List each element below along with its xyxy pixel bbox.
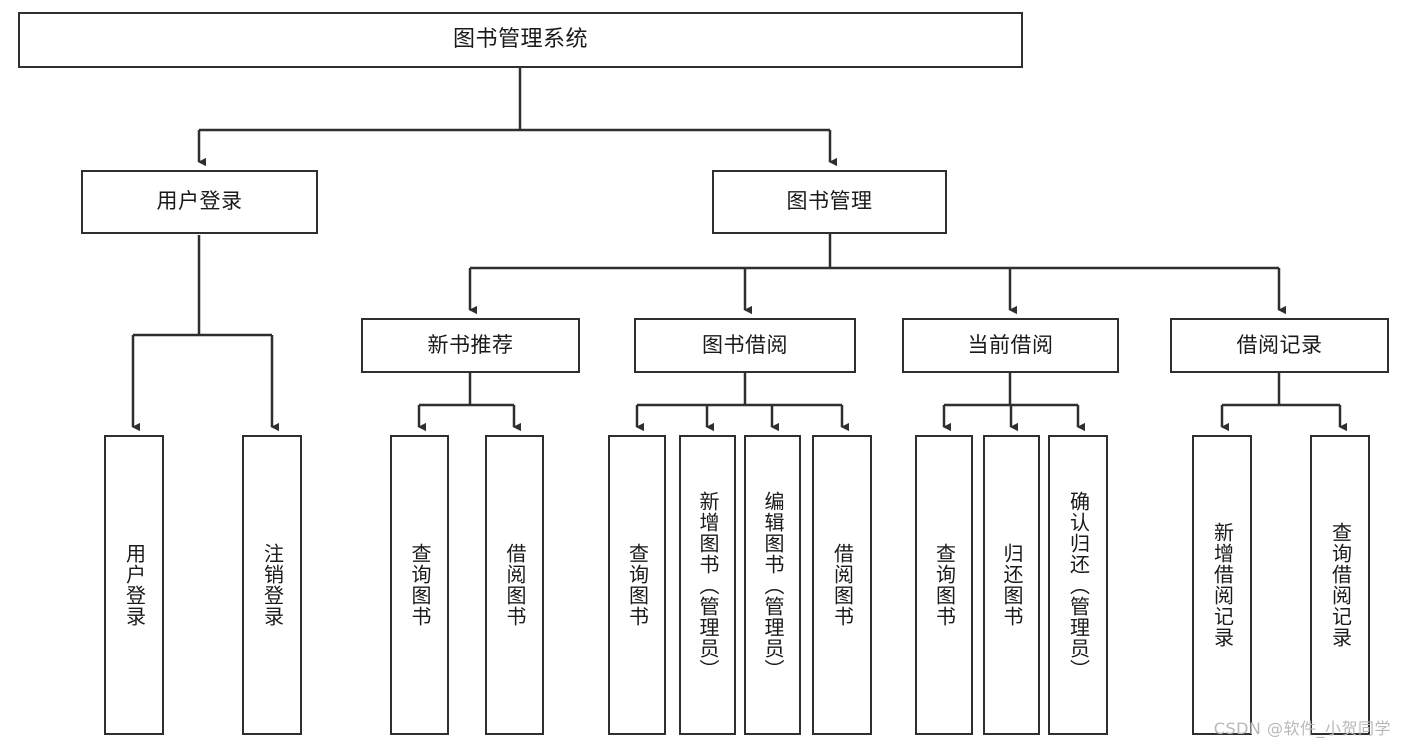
leaf-record-query-borrow-record[interactable]: 查询借阅记录 — [1310, 435, 1370, 735]
leaf-label-current-return-book: 归还图书 — [1000, 543, 1024, 627]
node-label-user-login: 用户登录 — [156, 189, 243, 214]
node-label-book-management: 图书管理 — [786, 189, 873, 214]
node-label-book-borrow: 图书借阅 — [702, 332, 788, 357]
node-book-management[interactable]: 图书管理 — [712, 170, 947, 234]
leaf-current-return-book[interactable]: 归还图书 — [983, 435, 1040, 735]
leaf-borrow-borrow-book[interactable]: 借阅图书 — [812, 435, 872, 735]
leaf-label-borrow-query-book: 查询图书 — [625, 543, 650, 627]
node-label-new-book-recommend: 新书推荐 — [427, 332, 514, 357]
leaf-new-book-query[interactable]: 查询图书 — [390, 435, 449, 735]
leaf-borrow-add-book-admin[interactable]: 新增图书（管理员） — [679, 435, 736, 735]
leaf-label-new-book-borrow: 借阅图书 — [503, 543, 527, 627]
leaf-label-user-login-logout: 注销登录 — [260, 543, 285, 627]
leaf-user-login-logout[interactable]: 注销登录 — [242, 435, 302, 735]
node-root-book-management-system[interactable]: 图书管理系统 — [18, 12, 1023, 68]
leaf-label-record-query-borrow-record: 查询借阅记录 — [1328, 522, 1353, 648]
leaf-label-borrow-edit-book-admin: 编辑图书（管理员） — [761, 490, 785, 680]
leaf-label-current-query-book: 查询图书 — [932, 543, 957, 627]
leaf-new-book-borrow[interactable]: 借阅图书 — [485, 435, 544, 735]
leaf-current-query-book[interactable]: 查询图书 — [915, 435, 973, 735]
node-label-root: 图书管理系统 — [452, 26, 588, 52]
node-book-borrow[interactable]: 图书借阅 — [634, 318, 856, 373]
node-label-borrow-record: 借阅记录 — [1236, 332, 1323, 357]
node-new-book-recommend[interactable]: 新书推荐 — [361, 318, 580, 373]
node-label-current-borrow: 当前借阅 — [967, 332, 1054, 357]
leaf-record-add-borrow-record[interactable]: 新增借阅记录 — [1192, 435, 1252, 735]
leaf-label-record-add-borrow-record: 新增借阅记录 — [1210, 522, 1235, 648]
leaf-label-borrow-add-book-admin: 新增图书（管理员） — [696, 490, 720, 680]
leaf-label-user-login-login: 用户登录 — [122, 543, 147, 627]
leaf-label-current-confirm-return-admin: 确认归还（管理员） — [1066, 490, 1091, 680]
node-borrow-record[interactable]: 借阅记录 — [1170, 318, 1389, 373]
leaf-borrow-query-book[interactable]: 查询图书 — [608, 435, 666, 735]
leaf-label-borrow-borrow-book: 借阅图书 — [830, 543, 855, 627]
leaf-user-login-login[interactable]: 用户登录 — [104, 435, 164, 735]
leaf-borrow-edit-book-admin[interactable]: 编辑图书（管理员） — [744, 435, 801, 735]
leaf-current-confirm-return-admin[interactable]: 确认归还（管理员） — [1048, 435, 1108, 735]
node-user-login[interactable]: 用户登录 — [81, 170, 318, 234]
node-current-borrow[interactable]: 当前借阅 — [902, 318, 1119, 373]
leaf-label-new-book-query: 查询图书 — [408, 543, 432, 627]
